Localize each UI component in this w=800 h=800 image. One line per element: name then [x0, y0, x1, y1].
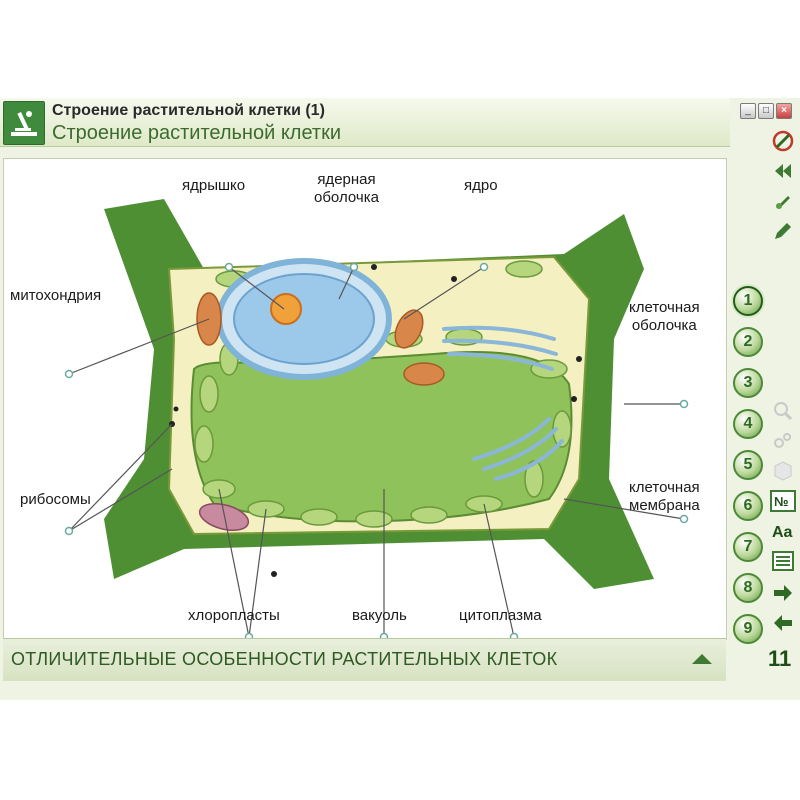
label-vacuole: вакуоль — [352, 607, 407, 624]
page-number: 11 — [768, 646, 792, 671]
nucleus — [233, 273, 375, 365]
page-title: Строение растительной клетки — [52, 122, 342, 144]
svg-text:№: № — [774, 494, 789, 509]
chloroplast — [410, 506, 448, 524]
close-button[interactable]: × — [776, 103, 792, 119]
number-sign-icon[interactable]: № — [770, 488, 796, 514]
step-button-3[interactable]: 3 — [733, 368, 763, 398]
zoom-out-icon[interactable] — [770, 428, 796, 454]
step-button-6[interactable]: 6 — [733, 491, 763, 521]
step-button-9[interactable]: 9 — [733, 614, 763, 644]
step-button-1[interactable]: 1 — [733, 286, 763, 316]
expand-up-icon[interactable] — [692, 654, 712, 664]
minimize-button[interactable]: _ — [740, 103, 756, 119]
chloroplast — [505, 260, 543, 278]
chloroplast — [355, 510, 393, 528]
rewind-icon[interactable] — [770, 158, 796, 184]
plastid — [198, 502, 250, 532]
cube-icon[interactable] — [770, 458, 796, 484]
label-cell-wall: клеточная оболочка — [629, 299, 700, 334]
chloroplast — [552, 410, 572, 448]
step-button-8[interactable]: 8 — [733, 573, 763, 603]
mitochondrion — [403, 362, 445, 386]
next-arrow-icon[interactable] — [770, 580, 796, 606]
step-button-2[interactable]: 2 — [733, 327, 763, 357]
back-arrow-icon[interactable] — [770, 610, 796, 636]
marker-icon[interactable] — [770, 188, 796, 214]
svg-text:Aa: Aa — [772, 524, 793, 541]
chloroplast — [300, 508, 338, 526]
label-cell-membrane: клеточная мембрана — [629, 479, 700, 514]
chloroplast — [194, 425, 214, 463]
section-footer[interactable]: ОТЛИЧИТЕЛЬНЫЕ ОСОБЕННОСТИ РАСТИТЕЛЬНЫХ К… — [3, 638, 726, 681]
label-nucleolus: ядрышко — [182, 177, 246, 194]
list-icon[interactable] — [770, 548, 796, 574]
nucleolus — [270, 293, 302, 325]
label-cytoplasm: цитоплазма — [459, 607, 542, 624]
app-window: Строение растительной клетки (1) Строени… — [0, 98, 800, 700]
no-pen-icon[interactable] — [770, 128, 796, 154]
diagram-panel: ядрышко ядерная оболочка ядро митохондри… — [3, 158, 727, 640]
label-nuclear-envelope: ядерная оболочка — [314, 171, 379, 206]
step-button-7[interactable]: 7 — [733, 532, 763, 562]
microscope-icon[interactable] — [3, 101, 45, 145]
footer-title: ОТЛИЧИТЕЛЬНЫЕ ОСОБЕННОСТИ РАСТИТЕЛЬНЫХ К… — [11, 649, 558, 669]
zoom-in-icon[interactable] — [770, 398, 796, 424]
window-title: Строение растительной клетки (1) — [52, 102, 325, 119]
label-ribosomes: рибосомы — [20, 491, 91, 508]
pencil-icon[interactable] — [770, 218, 796, 244]
label-chloroplasts: хлоропласты — [188, 607, 280, 624]
step-button-4[interactable]: 4 — [733, 409, 763, 439]
maximize-button[interactable]: □ — [758, 103, 774, 119]
font-icon[interactable]: Aa — [770, 518, 796, 544]
plant-cell-diagram — [64, 199, 689, 639]
step-button-5[interactable]: 5 — [733, 450, 763, 480]
title-bar: Строение растительной клетки (1) Строени… — [0, 98, 730, 147]
chloroplast — [524, 460, 544, 498]
chloroplast — [199, 375, 219, 413]
vacuole — [190, 351, 573, 523]
label-nucleus: ядро — [464, 177, 498, 194]
label-mitochondria: митохондрия — [10, 287, 102, 304]
